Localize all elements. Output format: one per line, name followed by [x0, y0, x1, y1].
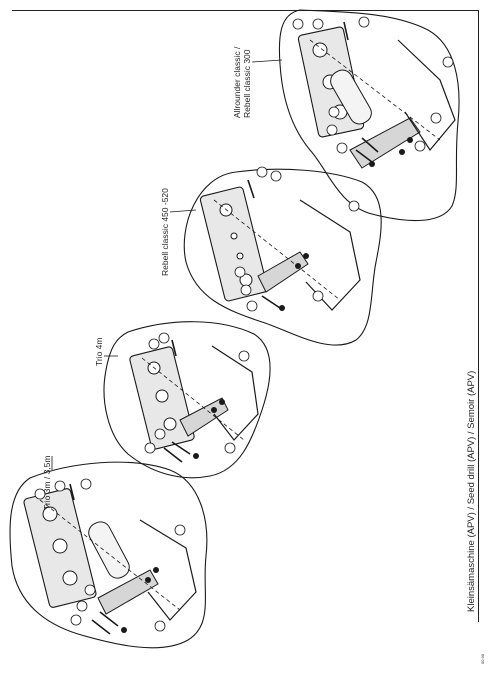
callout-trio3-1: [34, 488, 46, 500]
callout-allrounder-1: [292, 18, 304, 30]
angle-bracket-allrounder: [349, 117, 421, 169]
doc-code: 00 90: [480, 653, 485, 664]
callout-trio3-3: [80, 478, 92, 490]
callout-rebell-4: [234, 266, 246, 278]
callout-allrounder-4: [328, 106, 340, 118]
bolt-trio4-1: [171, 339, 177, 357]
callout-trio3-6: [70, 614, 82, 626]
bolt-allrounder-2: [355, 149, 373, 163]
bolt-allrounder-1: [343, 21, 349, 41]
callout-rebell-7: [312, 290, 324, 302]
callout-rebell-6: [246, 300, 258, 312]
tube-allrounder: [330, 69, 372, 125]
dash-axis-trio4: [141, 357, 245, 441]
callout-allrounder-3: [358, 16, 370, 28]
bolt-trio3-2: [99, 611, 119, 627]
callout-trio3-7: [174, 524, 186, 536]
bolt-trio4-2: [171, 441, 191, 455]
nut-rebell-2: [303, 253, 309, 259]
footer-title: Kleinsämaschine (APV) / Seed drill (APV)…: [466, 370, 477, 612]
page-frame-top: [12, 10, 478, 11]
callout-allrounder-7: [442, 56, 454, 68]
coulter-wire-trio4: [211, 345, 259, 441]
nut-trio3-1: [145, 577, 151, 583]
nut-trio4-1: [211, 407, 217, 413]
tube-trio3: [88, 521, 130, 579]
callout-rebell-5: [240, 284, 252, 296]
variant-label-trio3: Trio 3m / 3,5m: [42, 455, 52, 510]
nut-trio4-3: [193, 453, 199, 459]
coulter-wire-rebell: [299, 199, 361, 311]
variant-label-allrounder: Allrounder classic / Rebell classic 300: [232, 46, 252, 118]
nut-rebell-1: [295, 263, 301, 269]
callout-trio4-5: [144, 442, 156, 454]
hole-trio3-2: [52, 538, 68, 554]
variant-allrounder-group: [251, 9, 460, 222]
callout-trio4-3: [238, 350, 250, 362]
callout-rebell-2: [256, 166, 268, 178]
nut-allrounder-3: [369, 161, 375, 167]
variant-rebell-group: [169, 166, 382, 346]
callout-allrounder-5: [326, 124, 338, 136]
callout-trio4-6: [224, 442, 236, 454]
dash-axis-trio3: [39, 499, 181, 611]
bolt-trio3-3: [91, 619, 111, 635]
coulter-wire-allrounder: [397, 39, 456, 152]
callout-allrounder-8: [430, 112, 442, 124]
hole-trio4-2: [155, 389, 169, 403]
bolt-rebell-2: [261, 295, 281, 309]
leader-allrounder: [251, 59, 283, 63]
angle-bracket-rebell: [257, 251, 309, 293]
bolt-trio3-1: [69, 483, 75, 501]
callout-trio3-8: [154, 620, 166, 632]
nut-trio3-3: [121, 627, 127, 633]
callout-allrounder-6: [336, 142, 348, 154]
nut-trio3-2: [153, 567, 159, 573]
variant-trio4-group: [103, 321, 271, 479]
callout-allrounder-9: [414, 140, 426, 152]
nut-allrounder-2: [407, 137, 413, 143]
variant-trio3-group: [9, 456, 208, 649]
nut-allrounder-1: [399, 149, 405, 155]
page-frame-right: [478, 10, 479, 622]
nut-trio4-2: [219, 399, 225, 405]
blob-outline-rebell: [183, 168, 382, 346]
callout-trio3-2: [54, 480, 66, 492]
dash-axis-allrounder: [309, 39, 441, 141]
blob-outline-allrounder: [278, 9, 460, 222]
bracket-plate-rebell: [199, 186, 269, 302]
callout-trio3-5: [76, 600, 88, 612]
callout-allrounder-2: [312, 18, 324, 30]
nut-rebell-3: [279, 305, 285, 311]
blob-outline-trio4: [103, 321, 271, 479]
coulter-wire-trio3: [139, 519, 197, 621]
hole-trio3-3: [62, 570, 78, 586]
variant-label-trio4: Trio 4m: [94, 337, 104, 367]
callout-trio4-2: [158, 332, 170, 344]
hole-rebell-2: [230, 232, 238, 240]
bolt-trio4-3: [163, 447, 183, 463]
bolt-allrounder-3: [361, 137, 379, 153]
callout-trio4-1: [148, 338, 160, 350]
dash-axis-rebell: [213, 199, 341, 301]
callout-rebell-1: [270, 170, 282, 182]
angle-bracket-trio3: [97, 569, 159, 615]
variant-label-rebell: Rebell classic 450 -520: [160, 188, 170, 276]
callout-trio4-4: [154, 428, 166, 440]
leader-rebell: [169, 209, 197, 213]
hole-rebell-3: [236, 252, 244, 260]
angle-bracket-trio4: [179, 397, 229, 437]
callout-trio3-4: [84, 584, 96, 596]
blob-outline-trio3: [9, 461, 208, 649]
hole-allrounder-1: [312, 42, 328, 58]
bolt-rebell-1: [247, 179, 255, 199]
hole-trio4-3: [163, 417, 177, 431]
callout-rebell-3: [348, 200, 360, 212]
